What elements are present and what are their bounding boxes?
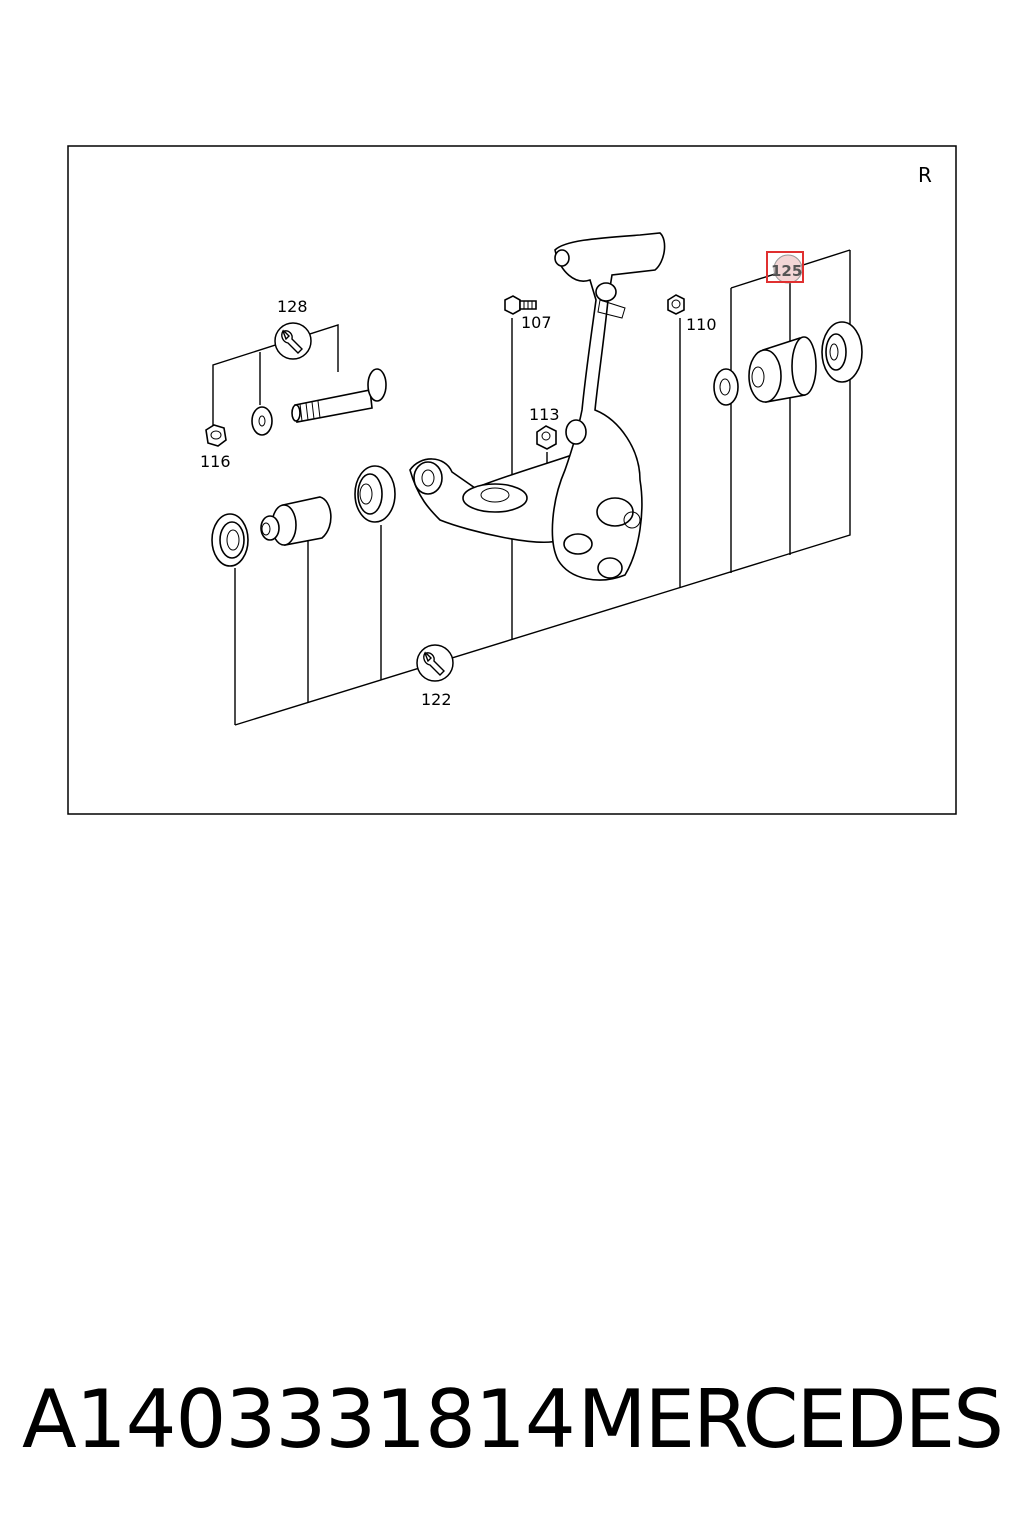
bushing-125 <box>748 336 817 403</box>
washer-right <box>713 368 739 406</box>
nut-113 <box>536 425 557 450</box>
bushing-ring-left <box>354 465 396 523</box>
callout-125: 125 <box>771 262 802 280</box>
bushing-sleeve-left <box>211 513 249 567</box>
bushing-ring-right <box>821 321 863 383</box>
washer <box>251 406 273 436</box>
bolt-107 <box>504 295 537 315</box>
bushing-core-left <box>260 496 332 546</box>
corner-label: R <box>918 163 932 187</box>
callout-110: 110 <box>686 315 717 334</box>
brand-name: MERCEDES <box>577 1373 1004 1466</box>
callout-107: 107 <box>521 313 552 332</box>
wrench-icon <box>274 322 312 360</box>
callout-116: 116 <box>200 452 231 471</box>
long-bolt <box>291 368 387 423</box>
callout-122: 122 <box>421 690 452 709</box>
steering-knuckle <box>551 232 666 581</box>
wrench-icon <box>416 644 454 682</box>
highlighted-callout-125: 125 <box>766 251 804 284</box>
diagram-frame <box>67 145 957 815</box>
callout-113: 113 <box>529 405 560 424</box>
nut-110 <box>667 294 685 315</box>
nut-116 <box>205 424 227 447</box>
footer: A1403331814 MERCEDES <box>0 1370 1024 1470</box>
part-number: A1403331814 <box>22 1373 576 1466</box>
callout-128: 128 <box>277 297 308 316</box>
